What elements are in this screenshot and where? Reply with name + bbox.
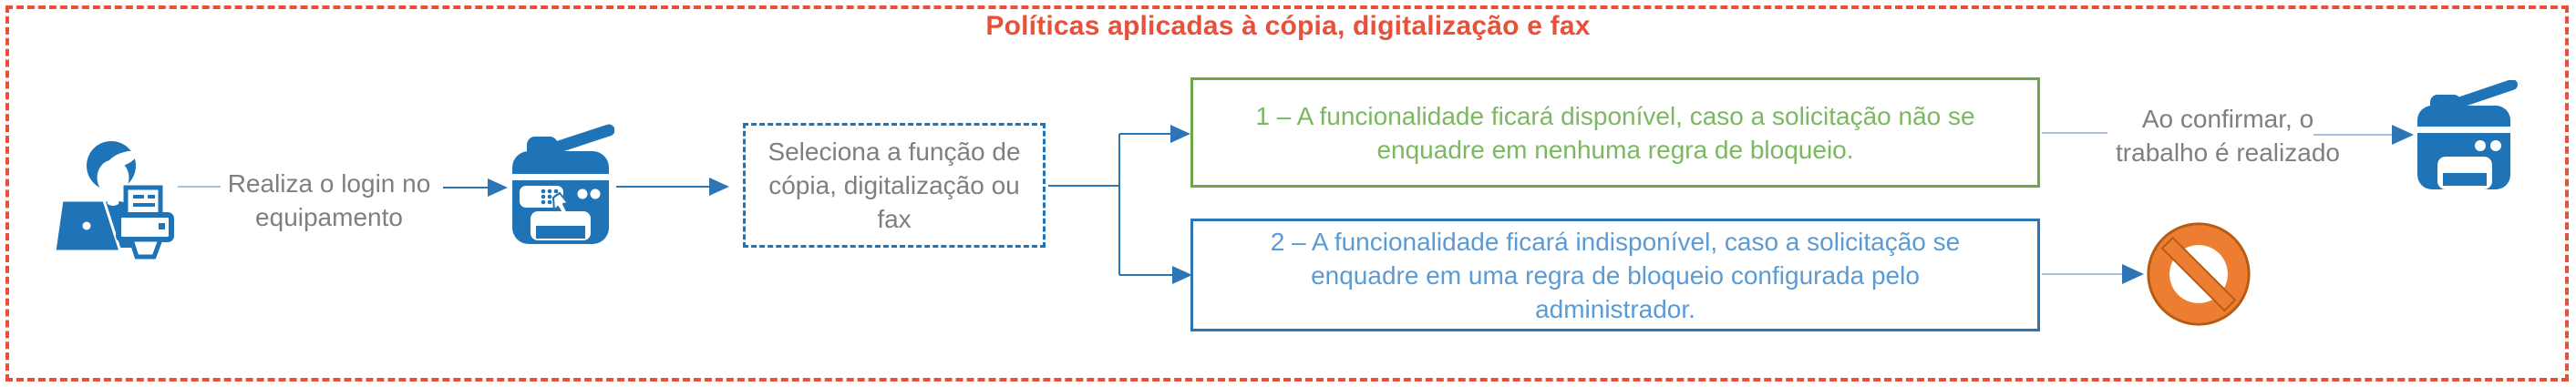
branch-top-head [1170, 125, 1190, 143]
arrow-blocked-head [2122, 264, 2144, 284]
outcome-blocked-box: 2 – A funcionalidade ficará indisponível… [1190, 219, 2040, 331]
prohibition-icon [2144, 219, 2253, 329]
arrow-mfp-select-head [709, 178, 729, 196]
diagram-title: Políticas aplicadas à cópia, digitalizaç… [985, 11, 1591, 41]
multifunction-printer-touch-icon [507, 124, 615, 246]
arrow-confirm-printer-head [2392, 125, 2414, 145]
outcome-available-box: 1 – A funcionalidade ficará disponível, … [1190, 77, 2040, 188]
select-function-box: Seleciona a função de cópia, digitalizaç… [743, 123, 1046, 248]
multifunction-printer-icon [2414, 79, 2519, 191]
select-function-label: Seleciona a função de cópia, digitalizaç… [768, 137, 1021, 233]
branch-bottom-head [1172, 266, 1192, 284]
outcome-available-label: 1 – A funcionalidade ficará disponível, … [1255, 101, 1975, 164]
arrow-login-mfp-head [488, 178, 508, 197]
user-at-computer-with-printer-icon [53, 135, 175, 262]
login-step-label: Realiza o login no equipamento [227, 169, 431, 231]
confirm-step-label: Ao confirmar, o trabalho é realizado [2116, 105, 2340, 167]
outcome-blocked-label: 2 – A funcionalidade ficará indisponível… [1270, 227, 1961, 323]
